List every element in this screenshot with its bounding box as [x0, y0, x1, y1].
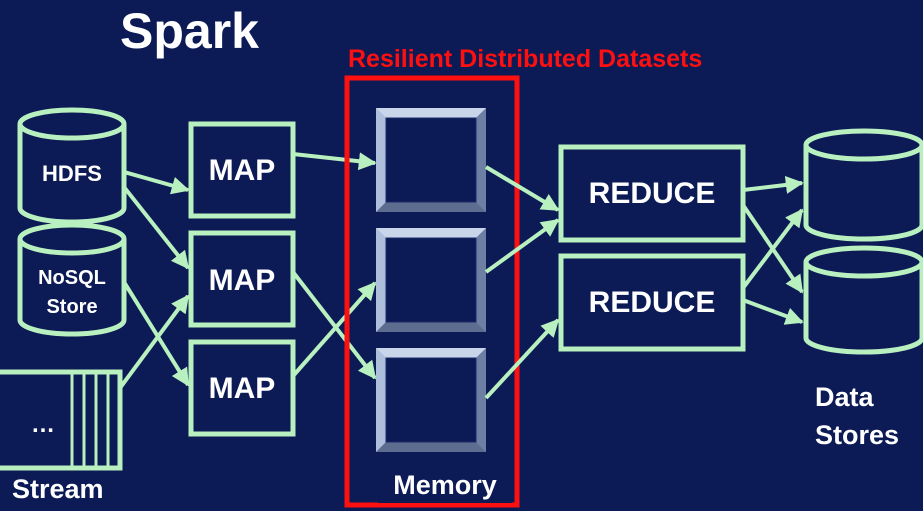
nosql-label-line1: NoSQL — [38, 267, 106, 289]
map-label-1: MAP — [209, 154, 276, 187]
data-stores-label-line2: Stores — [815, 420, 899, 450]
data-stores-label-line1: Data — [815, 382, 875, 412]
reduce-label-2: REDUCE — [589, 286, 716, 319]
map-node-2: MAP — [188, 230, 296, 328]
rdd-tile-1 — [376, 108, 486, 212]
data-store-2 — [803, 245, 923, 355]
data-store-1 — [803, 128, 923, 242]
reduce-node-1: REDUCE — [558, 144, 746, 243]
map-label-3: MAP — [209, 372, 276, 405]
nosql-store: NoSQL Store — [17, 222, 127, 337]
hdfs-store: HDFS — [17, 107, 127, 225]
hdfs-label: HDFS — [42, 161, 102, 186]
data-stores-label-bg — [807, 375, 915, 455]
map-label-2: MAP — [209, 264, 276, 297]
nosql-label-line2: Store — [46, 296, 97, 318]
page-title: Spark — [120, 3, 259, 59]
map-node-3: MAP — [188, 339, 296, 437]
stream-source: … — [0, 369, 123, 471]
arrows-source-to-map — [118, 170, 190, 390]
rdd-tile-3 — [376, 348, 486, 452]
arrows-reduce-to-stores — [741, 175, 804, 325]
memory-label-bg — [378, 463, 512, 503]
stream-label: Stream — [12, 474, 104, 504]
stream-ellipsis: … — [31, 411, 55, 438]
memory-label: Memory — [393, 470, 497, 500]
reduce-label-1: REDUCE — [589, 177, 716, 210]
arrows-map-to-memory — [291, 152, 377, 380]
rdd-highlight-frame — [344, 75, 520, 508]
rdd-tile-2 — [376, 228, 486, 332]
rdd-label: Resilient Distributed Datasets — [348, 45, 702, 73]
map-node-1: MAP — [188, 121, 296, 219]
reduce-node-2: REDUCE — [558, 253, 746, 352]
arrows-memory-to-reduce — [484, 165, 560, 400]
